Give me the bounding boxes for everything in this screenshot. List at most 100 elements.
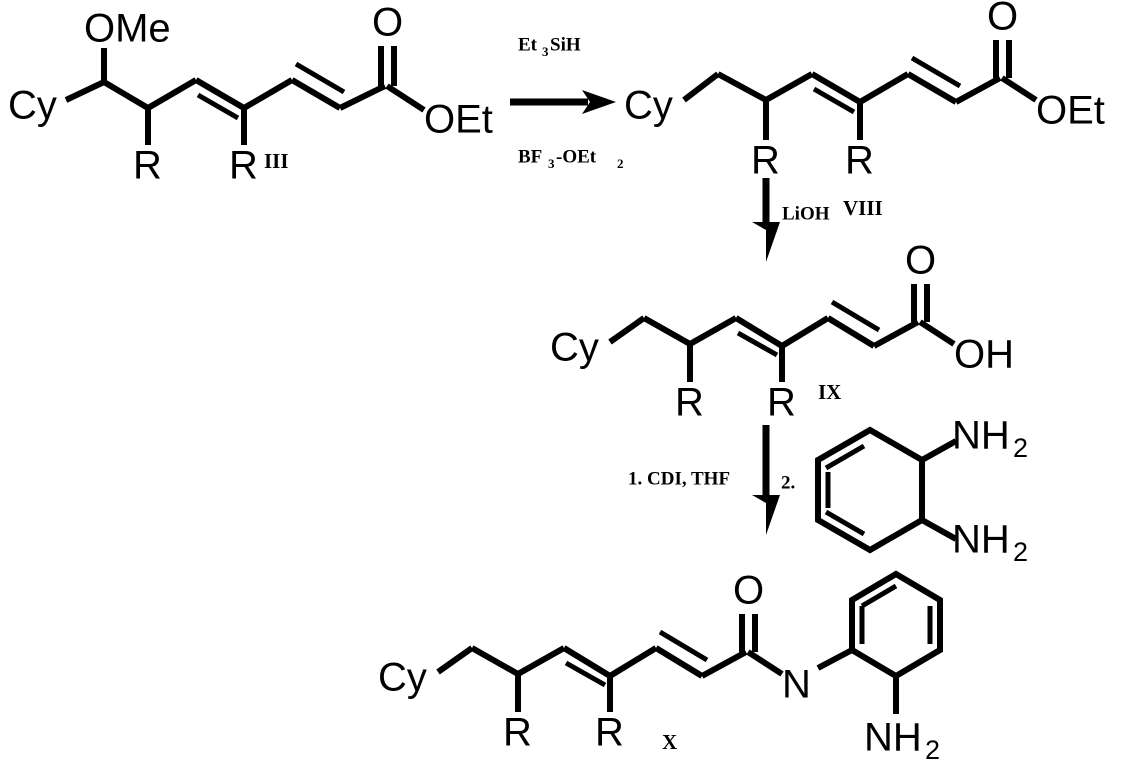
compound-IX-bond-c1-c2 <box>642 315 692 347</box>
reaction-arrow-step1: Et 3 SiH BF 3 -OEt 2 <box>510 34 624 171</box>
compound-VIII-carbonyl-o-label: O <box>987 0 1018 39</box>
compound-VIII-bond-c5-c6 <box>906 71 958 105</box>
compound-III-r1-label: R <box>133 144 162 188</box>
compound-X-bond-c2-c3 <box>516 645 566 677</box>
compound-X-bond-c5-c6-inner <box>658 629 709 663</box>
compound-IX-bond-cy-c1 <box>608 315 646 345</box>
compound-X-bond-c3-c4-inner <box>564 660 607 688</box>
diamine-nh2-top-label: NH <box>952 414 1010 458</box>
compound-X-nh2-label: NH <box>864 716 922 760</box>
compound-III-id: III <box>264 149 289 173</box>
compound-III-bond-c5-c6 <box>290 77 342 111</box>
compound-X-id: X <box>662 730 677 754</box>
compound-X-bond-c6-c7 <box>700 649 748 679</box>
compound-X-bond-cy-c1 <box>436 645 474 675</box>
compound-IX-r1-label: R <box>675 381 704 425</box>
compound-X-cy-label: Cy <box>378 656 427 700</box>
step1-reagent-below-a-sub: 3 <box>548 156 555 171</box>
compound-III: Cy OMe R R O OEt III <box>8 1 493 188</box>
compound-VIII-bond-c4-c5 <box>858 71 910 105</box>
compound-III-bond-c7-oet <box>385 83 426 113</box>
compound-III-bond-c5-c6-inner <box>294 61 346 95</box>
compound-IX-bond-c5-c6 <box>826 315 876 349</box>
diamine-benzene-ring <box>815 426 925 554</box>
step3-reagent-right: 2. <box>781 472 795 493</box>
compound-X-r2-label: R <box>595 711 624 755</box>
step1-reagent-below-b: -OEt <box>556 146 597 167</box>
compound-VIII-bond-c5-c6-inner <box>910 55 962 89</box>
step3-arrow-head <box>752 495 780 535</box>
compound-IX-bond-c2-c3 <box>688 315 738 347</box>
compound-X: Cy R R O N NH 2 X <box>378 569 943 765</box>
compound-VIII-bond-c7-oet <box>1000 75 1038 103</box>
compound-IX-bond-c7-oh <box>918 319 956 347</box>
step1-arrow-head <box>582 90 616 114</box>
compound-VIII: Cy R R O OEt VIII <box>624 0 1105 220</box>
compound-IX-bond-c4-c5 <box>780 315 830 349</box>
diamine-bond-nh2-top <box>920 438 958 463</box>
step1-reagent-above-tail: SiH <box>550 34 581 55</box>
compound-X-amide-n-label: N <box>782 663 811 707</box>
compound-IX-r2-label: R <box>767 381 796 425</box>
compound-X-bond-c3-c4 <box>562 645 612 679</box>
diamine-ring-inner-3 <box>824 509 866 537</box>
compound-IX-bond-c3-c4 <box>734 315 784 349</box>
compound-VIII-bond-c1-c2 <box>716 71 768 103</box>
compound-III-oet-label: OEt <box>424 98 493 142</box>
diamine-bond-nh2-bottom <box>920 517 958 542</box>
compound-III-r2-label: R <box>229 144 258 188</box>
diamine-nh2-top-sub: 2 <box>1013 433 1028 463</box>
compound-III-bond-c6-c7 <box>338 83 387 111</box>
compound-X-carbonyl-o-label: O <box>733 569 764 613</box>
compound-III-bond-c2-c3 <box>146 77 198 111</box>
compound-IX-id: IX <box>818 380 841 404</box>
step1-reagent-above: Et <box>518 34 538 55</box>
compound-III-bond-c3-c4-inner <box>196 92 240 121</box>
compound-VIII-oet-label: OEt <box>1036 89 1105 133</box>
reaction-arrow-step3: 1. CDI, THF 2. <box>628 425 795 535</box>
compound-III-ome-label: OMe <box>84 7 171 51</box>
compound-X-bond-c1-c2 <box>470 645 520 677</box>
compound-III-bond-c1-c2 <box>102 79 150 111</box>
compound-IX-oh-label: OH <box>954 333 1014 377</box>
compound-VIII-bond-c3-c4 <box>810 71 862 105</box>
reagent-benzene-1-2-diamine: NH 2 NH 2 <box>815 414 1028 567</box>
compound-IX-bond-c3-c4-inner <box>736 330 779 358</box>
compound-VIII-id: VIII <box>843 196 883 220</box>
compound-VIII-bond-cy-c1 <box>682 71 720 103</box>
compound-X-r1-label: R <box>503 711 532 755</box>
compound-IX-bond-c5-c6-inner <box>830 299 881 333</box>
compound-IX-cy-label: Cy <box>550 326 599 370</box>
compound-III-bond-c3-c4 <box>194 77 246 111</box>
compound-X-bond-c4-c5 <box>608 645 658 679</box>
compound-X-bond-c7-n <box>746 649 784 677</box>
diamine-nh2-bottom-label: NH <box>952 518 1010 562</box>
step1-reagent-above-sub: 3 <box>542 44 549 59</box>
compound-VIII-cy-label: Cy <box>624 84 673 128</box>
compound-III-bond-c4-c5 <box>242 77 294 111</box>
compound-IX: Cy R R O OH IX <box>550 239 1014 425</box>
compound-III-bond-cy-c1 <box>64 79 106 103</box>
diamine-ring-inner-1 <box>824 443 866 471</box>
compound-VIII-r1-label: R <box>751 139 780 183</box>
step1-reagent-below-a: BF <box>518 146 542 167</box>
compound-X-nh2-sub: 2 <box>925 735 940 765</box>
reaction-arrow-step2: LiOH <box>752 178 830 262</box>
compound-X-bond-c5-c6 <box>654 645 704 679</box>
step2-arrow-head <box>752 222 780 262</box>
step3-reagent-left: 1. CDI, THF <box>628 468 730 489</box>
diamine-nh2-bottom-sub: 2 <box>1013 537 1028 567</box>
compound-III-carbonyl-o-label: O <box>372 1 403 45</box>
compound-VIII-bond-c6-c7 <box>954 75 1002 105</box>
compound-VIII-bond-c3-c4-inner <box>812 86 856 115</box>
compound-VIII-bond-c2-c3 <box>764 71 814 103</box>
compound-IX-carbonyl-o-label: O <box>905 239 936 283</box>
compound-X-bond-n-aryl <box>816 647 854 671</box>
compound-X-aniline-ring <box>849 570 943 680</box>
compound-IX-bond-c6-c7 <box>872 319 920 349</box>
compound-X-aniline-inner-1 <box>860 583 898 609</box>
step1-reagent-below-b-sub: 2 <box>617 156 624 171</box>
step2-reagent-label: LiOH <box>782 203 830 224</box>
compound-VIII-r2-label: R <box>845 139 874 183</box>
